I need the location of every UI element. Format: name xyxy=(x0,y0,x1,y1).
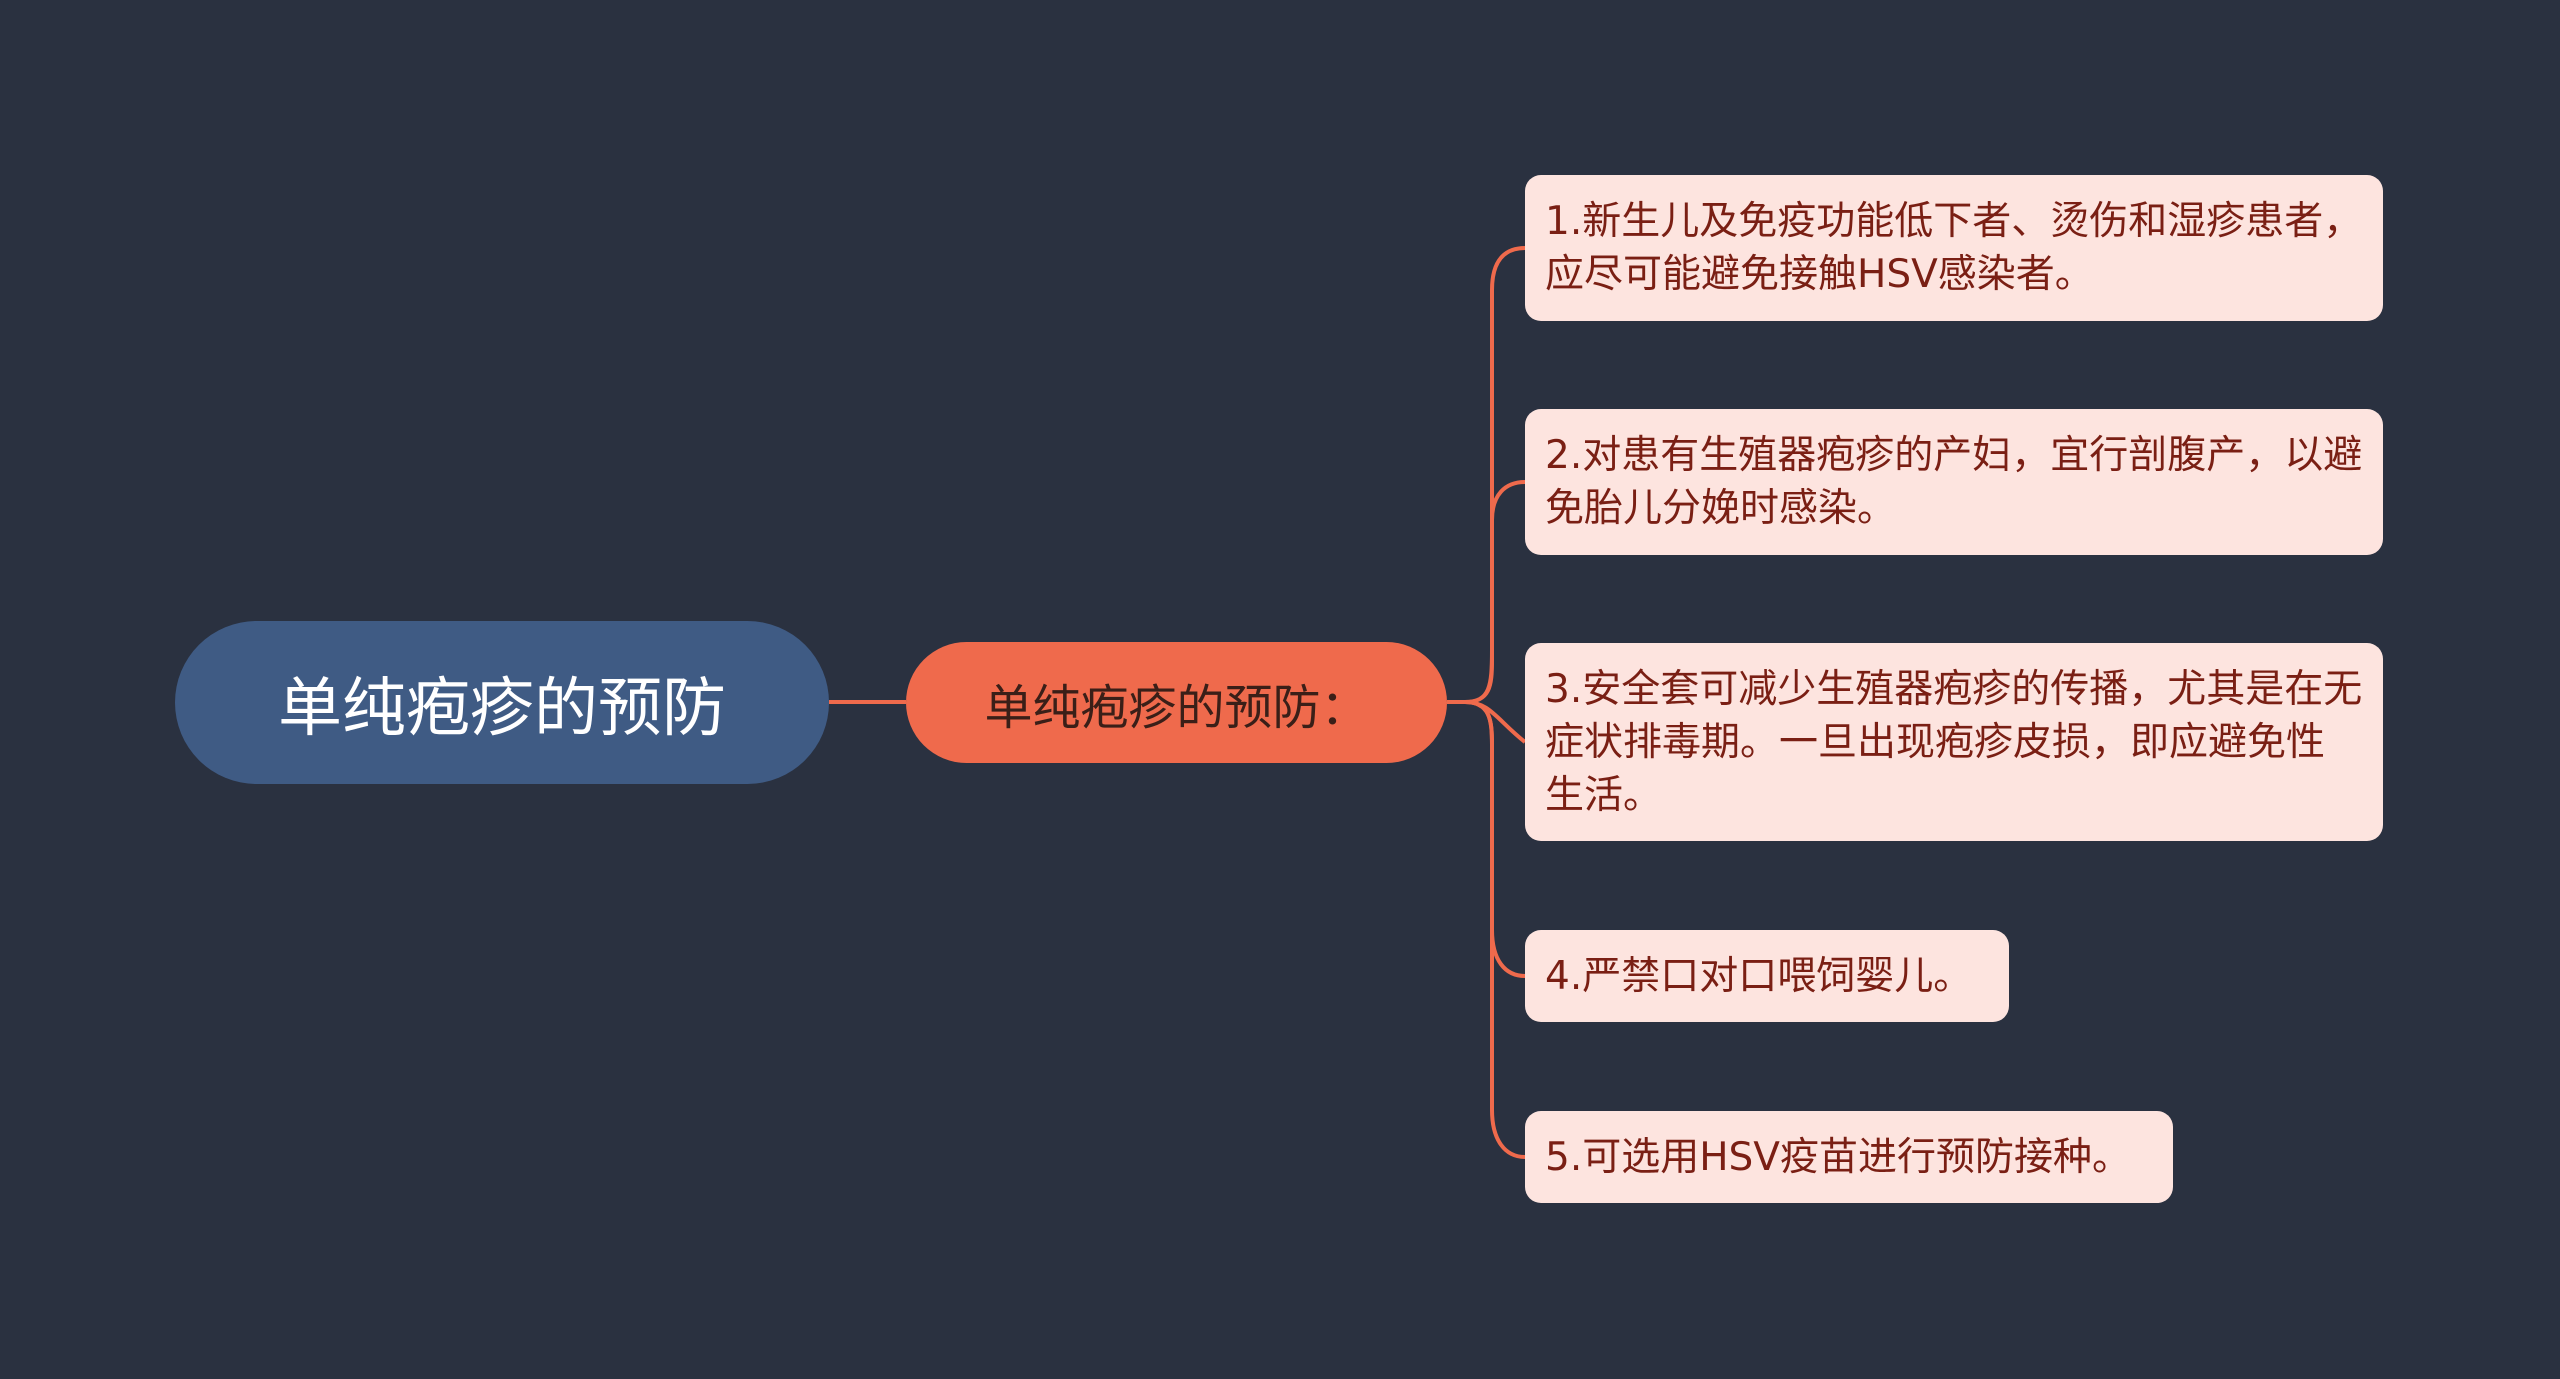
branch-label: 单纯疱疹的预防： xyxy=(984,679,1369,736)
branch-to-leaf-1-connector xyxy=(1447,246,1526,704)
leaf-label-4: 4.严禁口对口喂饲婴儿。 xyxy=(1545,953,1973,999)
branch-to-leaf-4-connector xyxy=(1447,700,1526,978)
root-label: 单纯疱疹的预防 xyxy=(278,671,726,746)
leaf-label-5: 5.可选用HSV疫苗进行预防接种。 xyxy=(1545,1134,2131,1180)
leaf-label-1: 1.新生儿及免疫功能低下者、烫伤和湿疹患者，应尽可能避免接触HSV感染者。 xyxy=(1545,199,2363,297)
root-node[interactable]: 单纯疱疹的预防 xyxy=(175,621,829,784)
leaf-node-4[interactable]: 4.严禁口对口喂饲婴儿。 xyxy=(1525,930,2009,1022)
leaf-node-2[interactable]: 2.对患有生殖器疱疹的产妇，宜行剖腹产，以避免胎儿分娩时感染。 xyxy=(1525,409,2383,555)
leaf-node-1[interactable]: 1.新生儿及免疫功能低下者、烫伤和湿疹患者，应尽可能避免接触HSV感染者。 xyxy=(1525,175,2383,321)
leaf-label-2: 2.对患有生殖器疱疹的产妇，宜行剖腹产，以避免胎儿分娩时感染。 xyxy=(1545,433,2363,531)
leaf-label-3: 3.安全套可减少生殖器疱疹的传播，尤其是在无症状排毒期。一旦出现疱疹皮损，即应避… xyxy=(1545,666,2363,818)
branch-node[interactable]: 单纯疱疹的预防： xyxy=(906,642,1447,763)
leaf-node-3[interactable]: 3.安全套可减少生殖器疱疹的传播，尤其是在无症状排毒期。一旦出现疱疹皮损，即应避… xyxy=(1525,643,2383,841)
branch-to-leaf-2-connector xyxy=(1447,480,1526,704)
leaf-node-5[interactable]: 5.可选用HSV疫苗进行预防接种。 xyxy=(1525,1111,2173,1203)
branch-to-leaf-5-connector xyxy=(1447,700,1526,1159)
